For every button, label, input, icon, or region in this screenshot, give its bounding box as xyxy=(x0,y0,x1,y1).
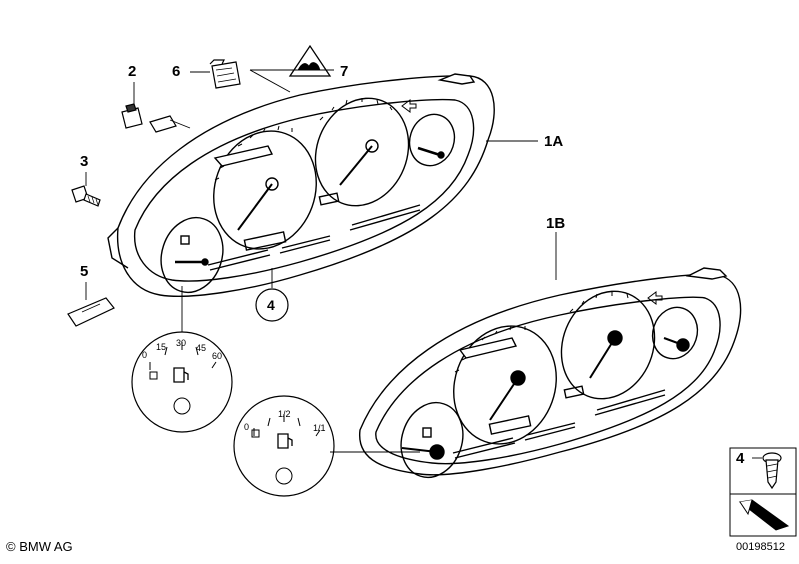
fraction-tick-0: 0 xyxy=(244,422,249,432)
callout-5: 5 xyxy=(80,263,89,280)
screw-part-3 xyxy=(71,185,101,207)
callout-1a: 1A xyxy=(544,133,564,150)
callout-4-kit: 4 xyxy=(736,450,745,467)
callout-2: 2 xyxy=(128,63,137,80)
callout-3: 3 xyxy=(80,153,89,170)
copyright-label: © BMW AG xyxy=(6,539,73,554)
warning-triangle-part-7 xyxy=(288,44,332,77)
leader-lines xyxy=(85,69,762,459)
kit-box xyxy=(729,447,797,537)
petrol-tick-30: 30 xyxy=(176,338,186,348)
instrument-cluster-1b xyxy=(359,267,742,479)
bulb-holder-part-2 xyxy=(121,103,191,133)
callout-1b: 1B xyxy=(546,215,566,232)
petrol-tick-45: 45 xyxy=(196,343,206,353)
fraction-tick-full: 1/1 xyxy=(313,423,326,433)
callout-7: 7 xyxy=(340,63,349,80)
petrol-tick-0: 0 xyxy=(142,350,147,360)
detail-dial-fraction: 0 1/2 1/1 xyxy=(233,395,335,497)
diagram-number: 00198512 xyxy=(736,541,785,553)
instrument-cluster-1a xyxy=(107,73,495,297)
callout-circle-4 xyxy=(255,288,289,322)
fraction-tick-half: 1/2 xyxy=(278,409,291,419)
screw-part-4 xyxy=(762,452,782,490)
petrol-tick-15: 15 xyxy=(156,342,166,352)
petrol-tick-60: 60 xyxy=(212,351,222,361)
detail-dial-petrol: 0 15 30 45 60 xyxy=(131,331,233,433)
callout-4-circled: 4 xyxy=(267,297,275,313)
callout-6: 6 xyxy=(172,63,181,80)
connector-part-6 xyxy=(209,59,241,89)
pad-part-5 xyxy=(67,297,115,327)
